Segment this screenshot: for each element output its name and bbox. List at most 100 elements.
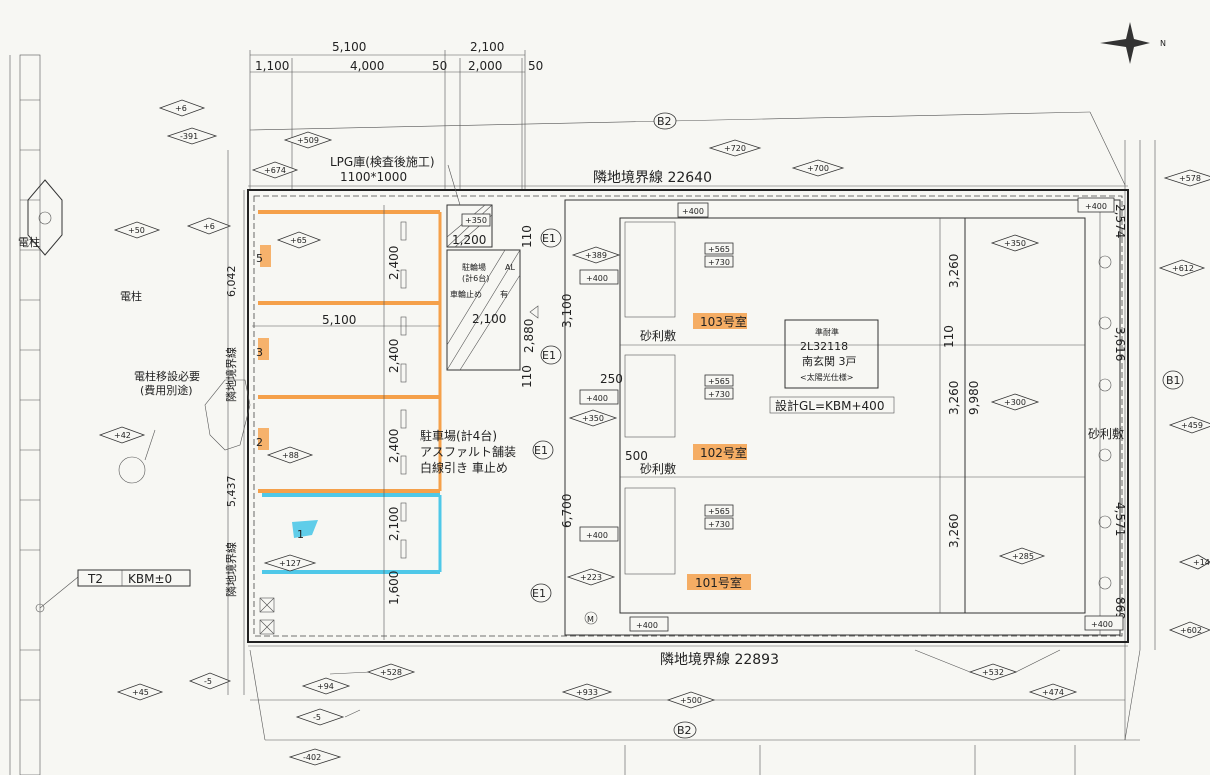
level-p50: +50	[113, 221, 161, 239]
level-p400-e: +400	[1084, 615, 1124, 631]
dim-3260-a: 3,260	[947, 254, 961, 288]
svg-text:+400: +400	[586, 274, 608, 283]
boundary-bottom-label: 隣地境界線 22893	[660, 652, 779, 668]
level-p500: +500	[666, 691, 716, 709]
level-p700: +700	[791, 159, 845, 177]
b2-top-marker: B2	[653, 112, 677, 130]
lpg-title: LPG庫(検査後施工)	[330, 155, 435, 169]
svg-text:102号室: 102号室	[700, 445, 747, 460]
svg-text:+400: +400	[682, 207, 704, 216]
svg-text:+400: +400	[1091, 620, 1113, 629]
e1-marker-b: E1	[540, 345, 562, 365]
dim-50-b: 50	[528, 59, 543, 73]
svg-text:+14: +14	[1193, 558, 1210, 567]
dim-1100: 1,100	[255, 59, 289, 73]
dim-869: 869	[1113, 597, 1127, 620]
svg-text:+565: +565	[708, 507, 730, 516]
svg-text:E1: E1	[542, 349, 556, 362]
bike-label-1: 駐輪場	[462, 262, 486, 272]
level-p223: +223	[566, 568, 616, 586]
svg-text:+528: +528	[380, 668, 402, 677]
level-p6: +6	[158, 99, 206, 117]
level-p730-a: +730	[704, 255, 734, 268]
level-m391: -391	[166, 127, 218, 145]
meter-marker: M	[584, 611, 598, 625]
svg-text:+350: +350	[582, 414, 604, 423]
svg-text:+50: +50	[128, 226, 145, 235]
level-p88: +88	[266, 446, 314, 464]
space-2: 2	[256, 436, 263, 449]
dim-2000: 2,000	[468, 59, 502, 73]
level-p350-c: +350	[568, 409, 618, 427]
dim-6042: 6,042	[225, 266, 238, 298]
svg-text:-5: -5	[204, 677, 212, 686]
level-p65: +65	[276, 231, 322, 249]
bike-parking	[446, 249, 539, 371]
svg-text:+933: +933	[576, 688, 598, 697]
pole-left-label: 電柱	[18, 235, 40, 249]
dim-9980: 9,980	[967, 381, 981, 415]
svg-text:+730: +730	[708, 520, 730, 529]
level-p389: +389	[571, 246, 621, 264]
b1-marker: B1	[1162, 370, 1184, 390]
svg-text:+532: +532	[982, 668, 1004, 677]
svg-text:+602: +602	[1180, 626, 1202, 635]
dim-3616: 3,616	[1113, 327, 1127, 361]
svg-text:+6: +6	[175, 104, 187, 113]
svg-text:設計GL=KBM+400: 設計GL=KBM+400	[775, 398, 884, 413]
svg-text:101号室: 101号室	[695, 575, 742, 590]
dim-2880: 2,880	[522, 319, 536, 353]
dim-6700: 6,700	[560, 494, 574, 528]
dim-3260-c: 3,260	[947, 514, 961, 548]
dim-2400-b: 2,400	[387, 339, 401, 373]
level-p45: +45	[116, 683, 164, 701]
dim-5437: 5,437	[225, 476, 238, 508]
level-p400-a: +400	[579, 269, 619, 285]
dim-110-b: 110	[520, 365, 534, 388]
boundary-left-label-2: 隣地境界線	[224, 542, 238, 597]
dim-110-c: 110	[942, 325, 956, 348]
dim-3100: 3,100	[560, 294, 574, 328]
room-101: 101号室	[687, 574, 751, 590]
pole-label: 電柱	[120, 289, 142, 303]
svg-text:B2: B2	[677, 724, 692, 737]
parking-area	[252, 205, 442, 640]
level-p400-d: +400	[629, 616, 669, 632]
dim-2400-a: 2,400	[387, 246, 401, 280]
svg-text:+65: +65	[290, 236, 307, 245]
svg-text:KBM±0: KBM±0	[128, 572, 172, 586]
svg-text:+94: +94	[317, 682, 334, 691]
kbm-benchmark: T2 KBM±0	[35, 569, 191, 613]
level-p730-c: +730	[704, 517, 734, 530]
dim-3260-b: 3,260	[947, 381, 961, 415]
svg-text:+400: +400	[636, 621, 658, 630]
level-markers: +6 -391 +509 +674 +50 +6 +65 +42 +88 +12…	[98, 99, 1210, 766]
svg-text:+42: +42	[114, 431, 131, 440]
b2-bottom-marker: B2	[673, 721, 697, 739]
pole-note-1: 電柱移設必要	[134, 369, 200, 383]
level-p674: +674	[251, 161, 299, 179]
parking-label-3: 白線引き 車止め	[420, 460, 508, 475]
dim-1600: 1,600	[387, 571, 401, 605]
level-p350-a: +350	[461, 213, 491, 227]
svg-text:+474: +474	[1042, 688, 1064, 697]
svg-text:+400: +400	[586, 394, 608, 403]
svg-text:準耐準: 準耐準	[815, 327, 839, 337]
svg-text:+223: +223	[580, 573, 602, 582]
svg-text:+400: +400	[1085, 202, 1107, 211]
dim-4000: 4,000	[350, 59, 384, 73]
svg-text:+509: +509	[297, 136, 319, 145]
level-p509: +509	[283, 131, 333, 149]
svg-text:+565: +565	[708, 377, 730, 386]
lpg-size: 1100*1000	[340, 170, 407, 184]
level-p6b: +6	[186, 217, 232, 235]
dim-110-a: 110	[520, 225, 534, 248]
svg-text:+45: +45	[132, 688, 149, 697]
room-102: 102号室	[693, 444, 747, 460]
site-boundary	[227, 150, 1129, 695]
level-p400-tr: +400	[1077, 197, 1115, 213]
gravel-label-3: 砂利敷	[1088, 426, 1124, 441]
svg-text:-391: -391	[180, 132, 198, 141]
compass-north-icon: N	[1100, 22, 1166, 64]
